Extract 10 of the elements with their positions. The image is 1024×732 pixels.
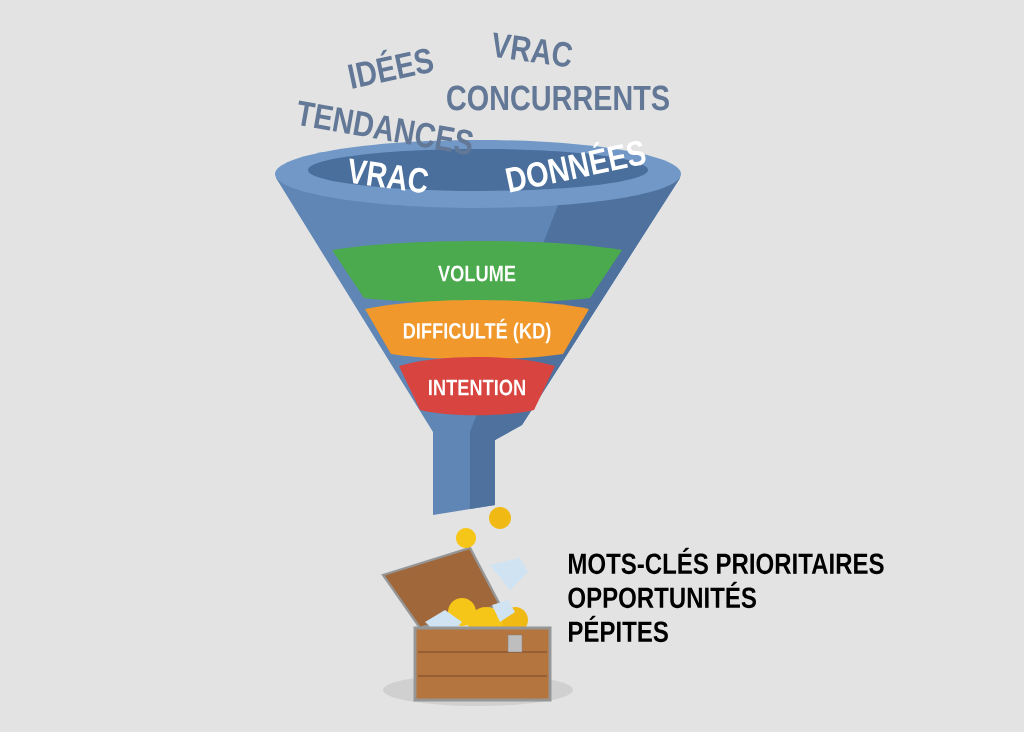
- floating-word: IDÉES: [347, 48, 434, 89]
- result-text: PÉPITES: [569, 615, 668, 643]
- floating-word: DONNÉES: [505, 140, 646, 193]
- funnel-band: VOLUME: [332, 241, 622, 304]
- result-text: OPPORTUNITÉS: [568, 581, 756, 609]
- result-text: MOTS-CLÉS PRIORITAIRES: [569, 547, 884, 575]
- floating-word: VRAC: [493, 32, 573, 67]
- funnel-band: DIFFICULTÉ (KD): [365, 300, 589, 360]
- floating-word: VRAC: [349, 158, 429, 193]
- funnel-band: INTENTION: [399, 357, 555, 416]
